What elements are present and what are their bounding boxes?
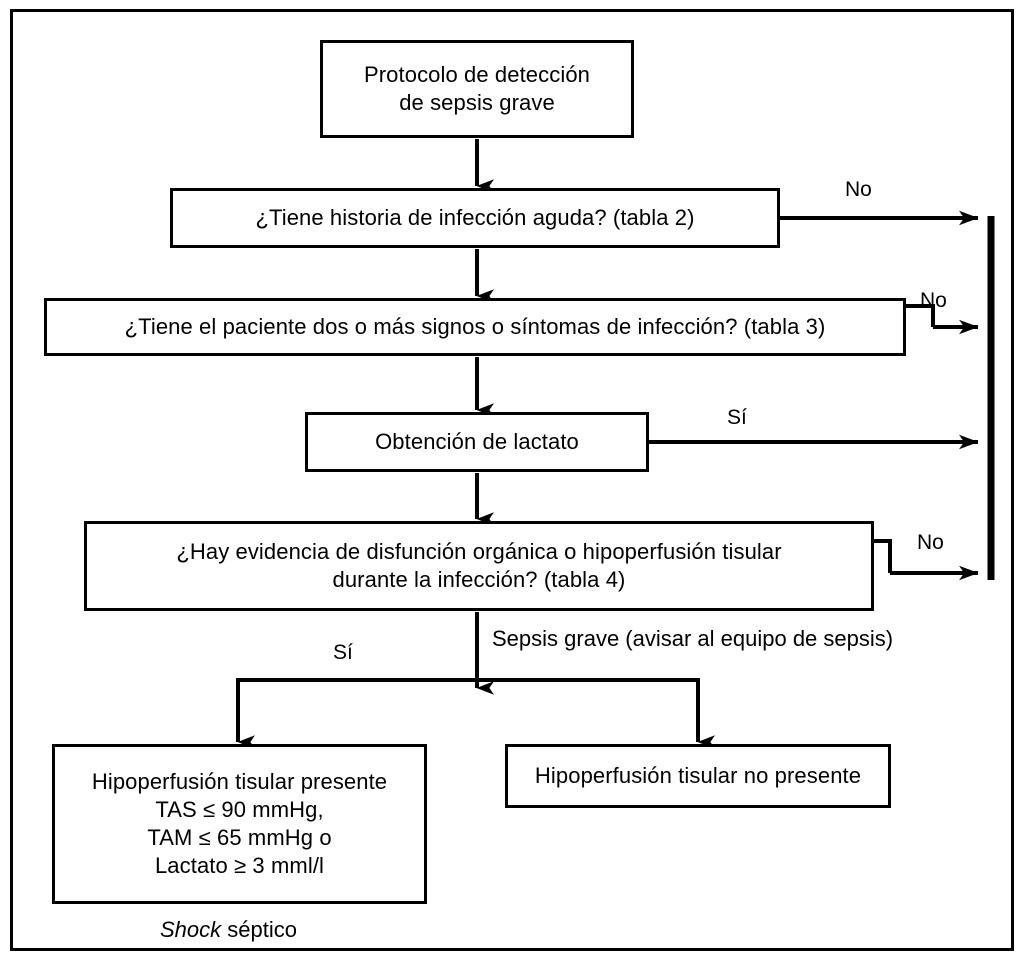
edge-signs-no-stub bbox=[906, 304, 935, 327]
edge-label-no-dysfunction: No bbox=[917, 531, 944, 554]
node-lactate[interactable]: Obtención de lactato bbox=[305, 412, 649, 472]
node-lactate-label: Obtención de lactato bbox=[375, 428, 579, 454]
node-question-history[interactable]: ¿Tiene historia de infección aguda? (tab… bbox=[170, 188, 780, 248]
edge-label-no-signs: No bbox=[920, 289, 947, 312]
node-hypoperfusion-present[interactable]: Hipoperfusión tisular presente TAS ≤ 90 … bbox=[52, 744, 427, 904]
edge-label-si-branch: Sí bbox=[333, 641, 353, 664]
node-question-signs-label: ¿Tiene el paciente dos o más signos o sí… bbox=[124, 313, 826, 339]
node-question-signs[interactable]: ¿Tiene el paciente dos o más signos o sí… bbox=[44, 298, 906, 356]
node-question-dysfunction-label: ¿Hay evidencia de disfunción orgánica o … bbox=[176, 538, 782, 592]
node-start-label: Protocolo de detección de sepsis grave bbox=[363, 61, 590, 115]
edge-label-sepsis-grave: Sepsis grave (avisar al equipo de sepsis… bbox=[492, 626, 894, 651]
node-hypoperfusion-absent-label: Hipoperfusión tisular no presente bbox=[534, 762, 862, 788]
edge-label-si-lactate: Sí bbox=[727, 406, 747, 429]
node-hypoperfusion-absent[interactable]: Hipoperfusión tisular no presente bbox=[505, 744, 891, 808]
node-hypoperfusion-present-label: Hipoperfusión tisular presente TAS ≤ 90 … bbox=[91, 768, 388, 879]
node-question-history-label: ¿Tiene historia de infección aguda? (tab… bbox=[255, 204, 695, 230]
edge-dysfunction-no-stub bbox=[874, 539, 892, 573]
node-start[interactable]: Protocolo de detección de sepsis grave bbox=[320, 40, 634, 138]
caption-septico-word: séptico bbox=[221, 917, 297, 942]
node-question-dysfunction[interactable]: ¿Hay evidencia de disfunción orgánica o … bbox=[84, 521, 874, 611]
caption-shock-word: Shock bbox=[160, 917, 222, 942]
edge-label-no-history: No bbox=[845, 178, 872, 201]
caption-shock-septico: Shock séptico bbox=[160, 917, 297, 943]
